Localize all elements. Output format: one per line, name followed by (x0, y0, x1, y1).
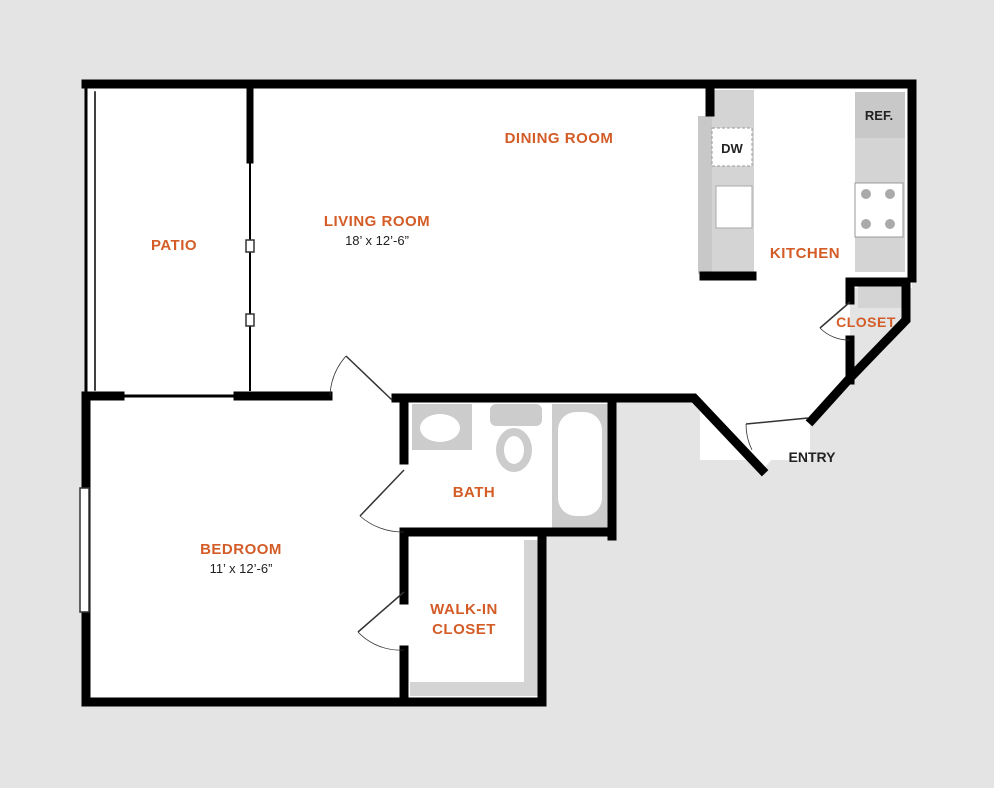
dishwasher-label: DW (721, 141, 743, 156)
bedroom-label: BEDROOM (200, 541, 282, 558)
closet-shelf (858, 286, 904, 308)
living-room-label: LIVING ROOM (324, 213, 430, 230)
kitchen-label: KITCHEN (770, 245, 840, 262)
entry-label: ENTRY (789, 449, 837, 465)
refrigerator (855, 92, 905, 138)
bath-label: BATH (453, 484, 496, 501)
closet-label: CLOSET (836, 314, 896, 330)
toilet-tank (490, 404, 542, 426)
kitchen-counters (698, 90, 905, 308)
bedroom-window (79, 487, 90, 613)
bathroom-sink (420, 414, 460, 442)
bath-fixtures (412, 404, 608, 530)
dining-room-label: DINING ROOM (505, 130, 614, 147)
walls (81, 79, 917, 707)
refrigerator-label: REF. (865, 108, 893, 123)
patio-label: PATIO (151, 237, 197, 254)
bedroom-dim: 11’ x 12’-6” (210, 561, 273, 576)
walkin-closet-label-2: CLOSET (432, 621, 496, 638)
doors (79, 239, 851, 651)
living-room-dim: 18’ x 12’-6” (345, 233, 409, 248)
dishwasher (711, 127, 753, 167)
walkin-shelf-bottom (410, 682, 538, 696)
walkin-closet-label-1: WALK-IN (430, 601, 498, 618)
kitchen-sink (715, 185, 753, 229)
walkin-shelf-right (524, 540, 538, 692)
